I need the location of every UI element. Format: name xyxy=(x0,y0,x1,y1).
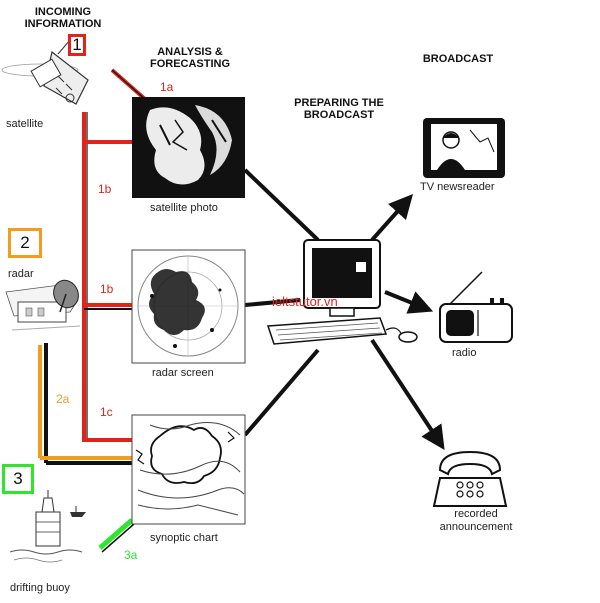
header-preparing-line1: PREPARING THE xyxy=(294,97,384,109)
connection-label-1c: 1c xyxy=(100,405,113,419)
label-radar: radar xyxy=(8,268,34,280)
label-tv-newsreader: TV newsreader xyxy=(420,181,495,193)
line-3a xyxy=(98,518,134,550)
connection-label-1b-mid: 1b xyxy=(100,282,114,296)
label-drifting-buoy: drifting buoy xyxy=(10,582,70,594)
label-synoptic-chart: synoptic chart xyxy=(150,532,218,544)
arrow-to-phone xyxy=(370,338,445,451)
header-incoming-line1: INCOMING xyxy=(34,6,92,18)
label-radio: radio xyxy=(452,347,477,359)
label-recorded-line1: recorded xyxy=(454,508,498,520)
label-satellite-photo: satellite photo xyxy=(150,202,218,214)
satellite-icon xyxy=(1,39,89,105)
watermark-text: ieltstutor.vn xyxy=(272,294,338,309)
header-broadcast: BROADCAST xyxy=(408,53,508,65)
header-incoming-information: INCOMING INFORMATION xyxy=(18,6,108,30)
label-recorded-announcement: recorded announcement xyxy=(436,508,516,534)
computer-connections xyxy=(243,168,445,451)
drifting-buoy-icon xyxy=(9,490,86,563)
tv-icon xyxy=(423,118,505,178)
arrow-to-radio xyxy=(384,290,434,314)
connection-label-3a: 3a xyxy=(124,548,138,562)
synoptic-chart-image xyxy=(131,414,246,525)
source-number-buoy: 3 xyxy=(2,464,34,494)
connection-label-1b-top: 1b xyxy=(98,182,112,196)
connection-label-1a: 1a xyxy=(160,80,174,94)
telephone-icon xyxy=(432,450,508,507)
satellite-photo-image xyxy=(132,97,245,198)
header-analysis-forecasting: ANALYSIS & FORECASTING xyxy=(140,46,240,70)
header-preparing-broadcast: PREPARING THE BROADCAST xyxy=(284,97,394,121)
header-analysis-line2: FORECASTING xyxy=(149,58,231,70)
computer-icon xyxy=(266,239,418,345)
source-number-radar: 2 xyxy=(8,228,42,258)
header-preparing-line2: BROADCAST xyxy=(303,109,375,121)
radar-screen-image xyxy=(131,249,246,364)
header-incoming-line2: INFORMATION xyxy=(24,18,102,30)
header-analysis-line1: ANALYSIS & xyxy=(157,46,223,58)
label-recorded-line2: announcement xyxy=(439,521,513,533)
source-number-satellite: 1 xyxy=(68,34,86,56)
radio-icon xyxy=(439,271,513,343)
radar-dish-icon xyxy=(5,279,81,331)
label-radar-screen: radar screen xyxy=(152,367,214,379)
header-broadcast-text: BROADCAST xyxy=(422,53,494,65)
connection-label-2a: 2a xyxy=(56,392,70,406)
connection-lines xyxy=(38,68,148,553)
arrow-to-tv xyxy=(370,194,413,242)
label-satellite: satellite xyxy=(6,118,44,130)
